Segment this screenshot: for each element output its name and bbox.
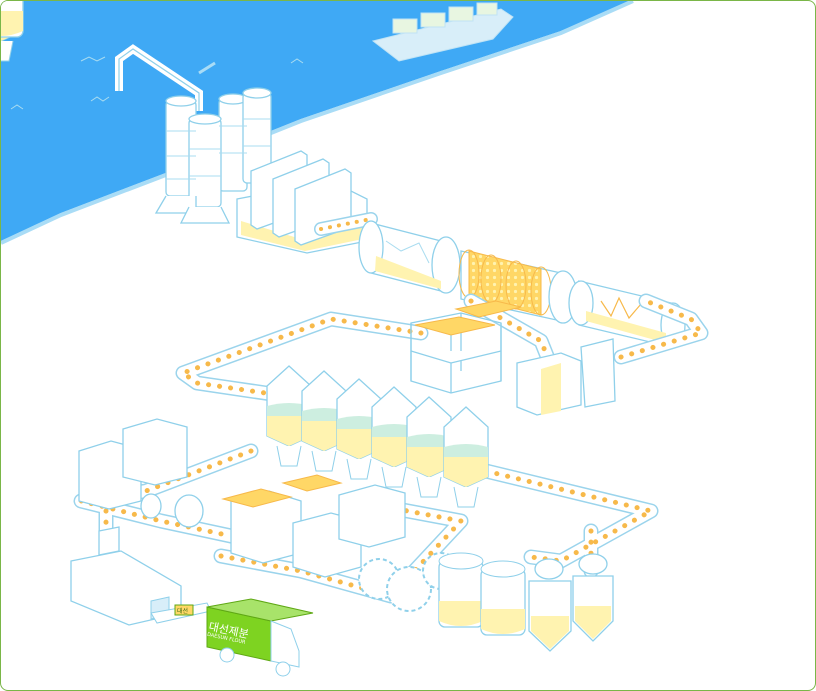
sea-area xyxy=(1,1,634,245)
grain-unloader-icon xyxy=(115,44,216,111)
truck-plate-label: 대선 xyxy=(177,608,189,615)
upper-conveyor xyxy=(314,212,378,236)
ship-icon xyxy=(371,2,514,62)
flour-silo-icon xyxy=(1,1,614,652)
washing-tank-icon xyxy=(236,150,368,254)
packing-station xyxy=(78,418,406,578)
sifter-icon xyxy=(410,300,522,394)
storage-silo-icon xyxy=(154,87,272,224)
drum-mill-icon xyxy=(358,220,461,294)
truck-icon xyxy=(174,598,314,677)
storage-bin-icon xyxy=(516,338,616,416)
